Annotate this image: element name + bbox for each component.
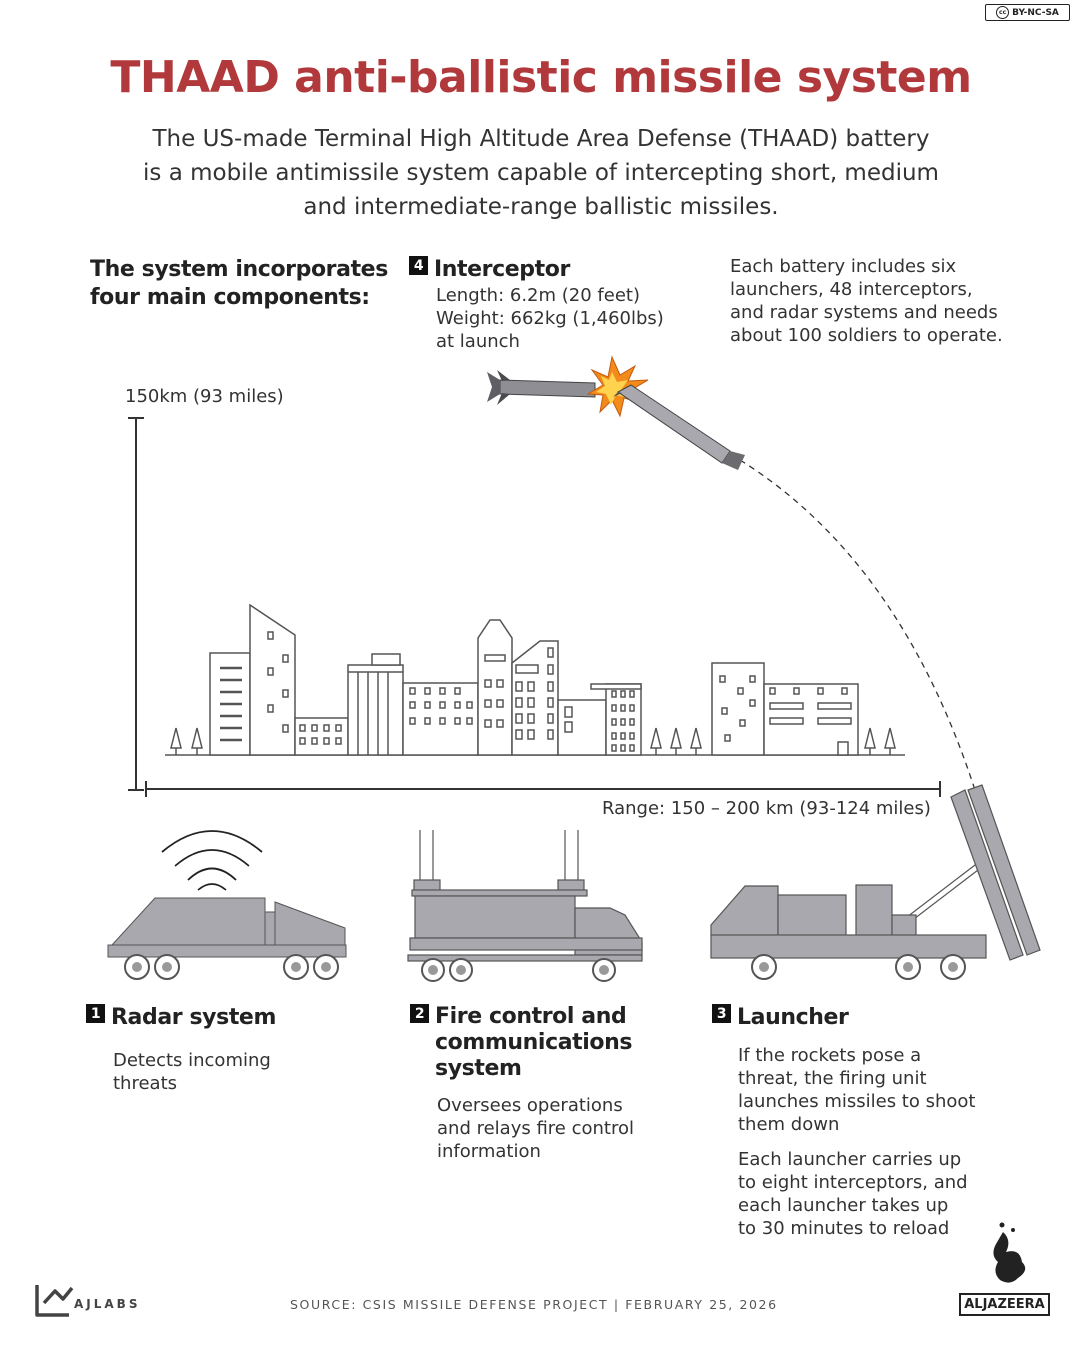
battery-note: Each battery includes six launchers, 48 … <box>730 255 1003 347</box>
explosion-icon <box>586 355 649 418</box>
note-line: and radar systems and needs <box>730 302 998 323</box>
launcher-vehicle-icon <box>710 784 1041 980</box>
interceptor-missile-icon <box>613 384 745 470</box>
interceptor-block: 4 Interceptor Length: 6.2m (20 feet) Wei… <box>409 256 664 353</box>
tree-icon <box>690 727 702 755</box>
description-line: to 30 minutes to reload <box>738 1218 950 1239</box>
subtitle-line: and intermediate-range ballistic missile… <box>303 194 779 220</box>
page-title: THAAD anti-ballistic missile system <box>110 52 972 103</box>
interceptor-title-row: 4 Interceptor <box>409 256 664 284</box>
intro-heading: The system incorporates four main compon… <box>90 256 388 312</box>
description-line: threat, the firing unit <box>738 1068 927 1089</box>
spec-line: at launch <box>436 331 520 352</box>
city-skyline <box>165 603 905 756</box>
note-line: Each battery includes six <box>730 256 957 277</box>
component-title-row: 2 Fire control and communications system <box>410 1004 634 1082</box>
description-line: them down <box>738 1114 840 1135</box>
subtitle-line: is a mobile antimissile system capable o… <box>143 160 939 186</box>
aljazeera-wordmark: ALJAZEERA <box>959 1293 1050 1316</box>
tree-icon <box>670 727 682 755</box>
tree-icon <box>864 727 876 755</box>
ajlabs-logo-icon <box>35 1285 74 1317</box>
description-line: threats <box>113 1073 178 1094</box>
description-line: If the rockets pose a <box>738 1045 922 1066</box>
component-title: Fire control and communications system <box>435 1004 632 1082</box>
description-line: each launcher takes up <box>738 1195 949 1216</box>
spec-line: Length: 6.2m (20 feet) <box>436 285 640 306</box>
component-description: If the rockets pose a threat, the firing… <box>738 1044 975 1136</box>
radar-waves-icon <box>161 830 263 891</box>
title-line: communications <box>435 1030 633 1055</box>
component-description: Detects incoming threats <box>113 1049 276 1095</box>
source-credit: SOURCE: CSIS MISSILE DEFENSE PROJECT | F… <box>290 1297 778 1312</box>
altitude-label: 150km (93 miles) <box>125 386 284 407</box>
component-title: Launcher <box>737 1005 849 1030</box>
component-radar: 1 Radar system Detects incoming threats <box>86 1004 276 1095</box>
title-line: system <box>435 1056 522 1081</box>
number-badge: 1 <box>86 1004 105 1023</box>
number-badge: 3 <box>712 1004 731 1023</box>
intro-line: four main components: <box>90 285 370 310</box>
cc-icon: cc <box>996 6 1010 19</box>
description-line: to eight interceptors, and <box>738 1172 968 1193</box>
tree-icon <box>170 727 182 755</box>
component-title: Radar system <box>111 1005 276 1030</box>
description-line: information <box>437 1141 541 1162</box>
ajlabs-label: AJLABS <box>74 1297 141 1311</box>
component-title-row: 1 Radar system <box>86 1004 276 1032</box>
subtitle: The US-made Terminal High Altitude Area … <box>100 122 982 224</box>
spec-line: Weight: 662kg (1,460lbs) <box>436 308 664 329</box>
range-label: Range: 150 – 200 km (93-124 miles) <box>602 798 931 819</box>
description-line: Detects incoming <box>113 1050 271 1071</box>
tree-icon <box>884 727 896 755</box>
component-launcher: 3 Launcher If the rockets pose a threat,… <box>712 1004 975 1240</box>
component-description: Each launcher carries up to eight interc… <box>738 1148 975 1240</box>
description-line: and relays fire control <box>437 1118 634 1139</box>
license-badge: cc BY-NC-SA <box>985 4 1070 21</box>
radar-vehicle-icon <box>107 830 347 980</box>
description-line: Each launcher carries up <box>738 1149 962 1170</box>
component-description: Oversees operations and relays fire cont… <box>437 1094 634 1163</box>
fire-control-vehicle-icon <box>407 830 643 982</box>
altitude-axis <box>128 417 144 791</box>
intro-line: The system incorporates <box>90 257 388 282</box>
tree-icon <box>191 727 203 755</box>
incoming-missile-icon <box>487 370 596 405</box>
number-badge: 4 <box>409 256 428 275</box>
component-title-row: 3 Launcher <box>712 1004 975 1032</box>
aljazeera-logo-icon <box>993 1222 1026 1283</box>
description-line: Oversees operations <box>437 1095 623 1116</box>
subtitle-line: The US-made Terminal High Altitude Area … <box>152 126 930 152</box>
interceptor-title: Interceptor <box>434 257 570 282</box>
description-line: launches missiles to shoot <box>738 1091 976 1112</box>
range-axis <box>145 781 941 797</box>
note-line: launchers, 48 interceptors, <box>730 279 973 300</box>
license-text: BY-NC-SA <box>1012 7 1059 18</box>
component-fire-control: 2 Fire control and communications system… <box>410 1004 634 1163</box>
note-line: about 100 soldiers to operate. <box>730 325 1003 346</box>
interceptor-specs: Length: 6.2m (20 feet) Weight: 662kg (1,… <box>436 284 664 353</box>
tree-icon <box>650 727 662 755</box>
number-badge: 2 <box>410 1004 429 1023</box>
title-line: Fire control and <box>435 1004 627 1029</box>
